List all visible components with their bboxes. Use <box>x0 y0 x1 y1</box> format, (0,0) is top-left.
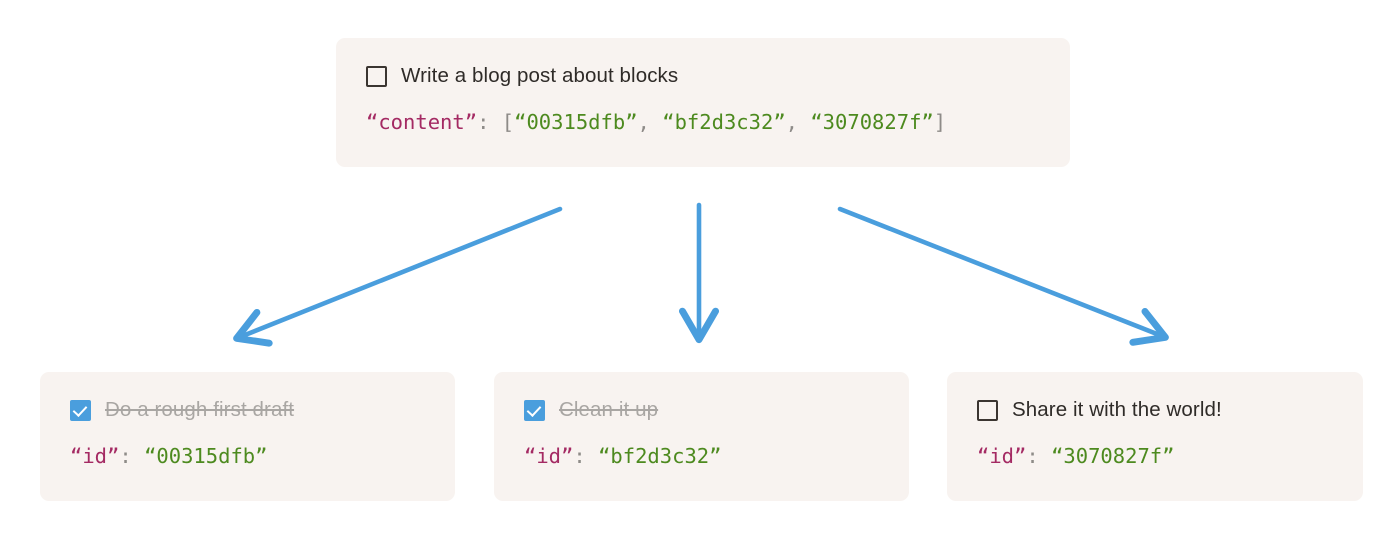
json-separator-1: , <box>785 110 811 134</box>
parent-task-label: Write a blog post about blocks <box>401 64 679 87</box>
json-value-1: “bf2d3c32” <box>662 110 786 134</box>
child-json-line-0: “id”: “00315dfb” <box>70 444 267 468</box>
checkbox-checked-icon[interactable] <box>524 399 545 421</box>
child-task-row-2[interactable]: Share it with the world! <box>977 398 1222 422</box>
json-colon: : <box>477 110 502 134</box>
json-open-bracket: [ <box>501 110 515 134</box>
json-key: “id” <box>70 444 120 468</box>
checkbox-empty-icon[interactable] <box>366 65 387 87</box>
child-task-card-1[interactable]: Clean it up “id”: “bf2d3c32” <box>494 372 909 501</box>
arrow-to-right-child <box>837 206 1169 346</box>
json-value: “bf2d3c32” <box>598 444 722 468</box>
json-key: “id” <box>524 444 574 468</box>
child-task-label-0: Do a rough first draft <box>105 398 295 421</box>
child-task-card-2[interactable]: Share it with the world! “id”: “3070827f… <box>947 372 1363 501</box>
child-task-row-1[interactable]: Clean it up <box>524 398 658 422</box>
json-value-2: “3070827f” <box>810 110 934 134</box>
child-task-label-1: Clean it up <box>559 398 659 421</box>
checkbox-checked-icon[interactable] <box>70 399 91 421</box>
json-value-0: “00315dfb” <box>514 110 638 134</box>
json-key: “id” <box>977 444 1027 468</box>
checkbox-empty-icon[interactable] <box>977 399 998 421</box>
arrow-to-left-child <box>233 206 563 347</box>
parent-task-card[interactable]: Write a blog post about blocks “content”… <box>336 38 1070 167</box>
json-value: “00315dfb” <box>144 444 268 468</box>
parent-task-row[interactable]: Write a blog post about blocks <box>366 64 678 88</box>
child-json-line-2: “id”: “3070827f” <box>977 444 1174 468</box>
parent-json-line: “content”: [“00315dfb”, “bf2d3c32”, “307… <box>366 110 946 134</box>
json-close-bracket: ] <box>933 110 947 134</box>
json-value: “3070827f” <box>1051 444 1175 468</box>
json-separator-0: , <box>637 110 663 134</box>
json-colon: : <box>119 444 145 468</box>
json-key: “content” <box>366 110 478 134</box>
child-task-card-0[interactable]: Do a rough first draft “id”: “00315dfb” <box>40 372 455 501</box>
child-task-row-0[interactable]: Do a rough first draft <box>70 398 294 422</box>
json-colon: : <box>1026 444 1052 468</box>
json-colon: : <box>573 444 599 468</box>
child-json-line-1: “id”: “bf2d3c32” <box>524 444 721 468</box>
child-task-label-2: Share it with the world! <box>1012 398 1222 421</box>
